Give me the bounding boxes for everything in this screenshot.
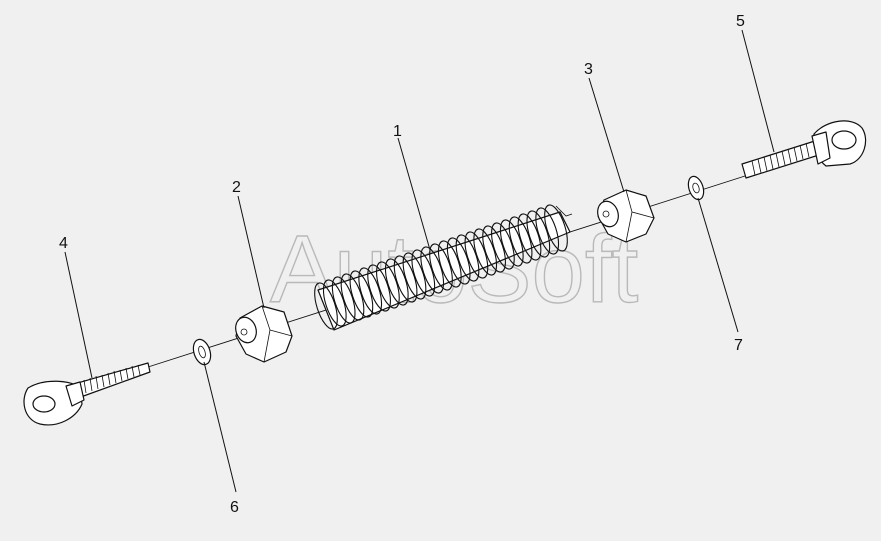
spring-coil bbox=[384, 258, 409, 306]
nut-left bbox=[235, 305, 293, 363]
spring-coil bbox=[491, 222, 515, 270]
leader-lines bbox=[64, 29, 775, 493]
spring-coil bbox=[437, 240, 462, 288]
spring-coil bbox=[322, 279, 347, 327]
spring-coil bbox=[544, 204, 568, 252]
spring-coil bbox=[331, 276, 356, 324]
nut-right bbox=[597, 189, 655, 243]
callout-7: 7 bbox=[734, 337, 743, 354]
washer-left bbox=[192, 338, 212, 366]
spring-coil bbox=[340, 273, 365, 321]
spring-coil bbox=[482, 225, 506, 273]
callout-5: 5 bbox=[736, 13, 745, 30]
spring-coil bbox=[314, 282, 338, 330]
spring-coil bbox=[517, 213, 542, 261]
callout-6: 6 bbox=[230, 499, 239, 516]
spring-coil bbox=[473, 228, 498, 276]
spring-coil bbox=[508, 216, 533, 264]
spring-coil bbox=[358, 267, 383, 315]
callout-4: 4 bbox=[59, 235, 68, 252]
callout-2: 2 bbox=[232, 179, 241, 196]
spring-coil bbox=[499, 219, 524, 267]
spring-coil bbox=[411, 249, 436, 297]
spring-coil bbox=[429, 243, 453, 291]
callout-1: 1 bbox=[393, 123, 402, 140]
spring-coil bbox=[376, 261, 400, 309]
spring-coil bbox=[535, 207, 560, 255]
spring-coil bbox=[455, 234, 480, 282]
spring-coil bbox=[393, 255, 418, 303]
callout-3: 3 bbox=[584, 61, 593, 78]
spring-coil bbox=[349, 270, 374, 318]
spring-coil bbox=[420, 246, 445, 294]
eye-bolt-right bbox=[741, 120, 867, 179]
spring-coil bbox=[446, 237, 471, 285]
spring bbox=[314, 204, 573, 331]
spring-coil bbox=[526, 210, 551, 258]
spring-coils bbox=[314, 204, 568, 330]
eye-bolt-left bbox=[23, 362, 151, 426]
spring-coil bbox=[367, 264, 391, 312]
spring-coil bbox=[402, 252, 427, 300]
washer-right bbox=[687, 175, 705, 201]
spring-coil bbox=[464, 231, 489, 279]
